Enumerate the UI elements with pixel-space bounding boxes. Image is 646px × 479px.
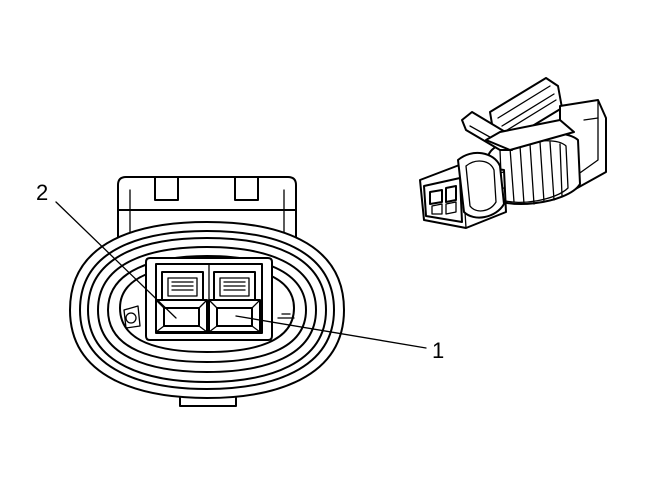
- terminal-cavity-2: [155, 271, 208, 333]
- callout-2: 2: [36, 180, 177, 319]
- polarizing-key: [123, 305, 141, 329]
- callout-2-label: 2: [36, 180, 48, 205]
- connector-face-view: [69, 176, 345, 407]
- callout-1-leader: [235, 315, 427, 349]
- callout-1: 1: [235, 315, 444, 363]
- callout-2-leader: [55, 201, 177, 319]
- callout-1-label: 1: [432, 338, 444, 363]
- terminal-cavity-1: [208, 271, 261, 333]
- connector-isometric-view: [419, 77, 607, 229]
